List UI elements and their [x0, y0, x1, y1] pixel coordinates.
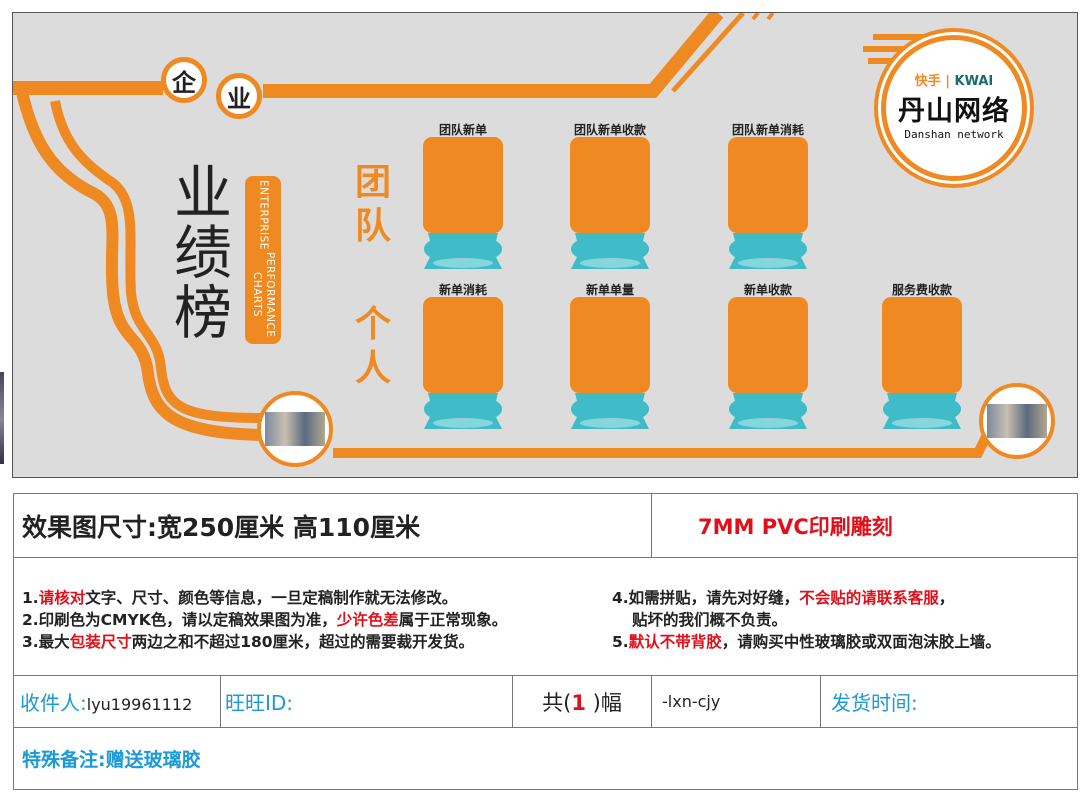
- kuaishou-logo: 快手 | KWAI: [914, 74, 994, 89]
- order-code: -lxn-cjy: [651, 675, 821, 728]
- special-remark: 特殊备注:赠送玻璃胶: [13, 727, 1078, 790]
- ranking-card: 新单消耗: [422, 281, 504, 429]
- kuaishou-text: 快手: [914, 74, 941, 89]
- title-char: 绩: [173, 219, 232, 287]
- badge-qi: 企: [161, 57, 207, 103]
- section-person-label: 个 人: [349, 303, 397, 391]
- note-3: 3.最大包装尺寸两边之和不超过180厘米，超过的需要裁开发货。: [22, 632, 475, 651]
- count-cell: 共(1 )幅: [512, 675, 652, 728]
- danshan-logo: 快手 | KWAI 丹山网络 Danshan network: [881, 35, 1027, 181]
- card-label: 团队新单消耗: [731, 123, 804, 137]
- photo-slot: [728, 137, 808, 233]
- pedestal-icon: [881, 393, 963, 429]
- pedestal-icon: [727, 233, 809, 269]
- section-char: 队: [354, 206, 391, 247]
- title-char: 榜: [173, 279, 232, 347]
- photo-slot: [882, 297, 962, 393]
- notes-cell: 1.请核对文字、尺寸、颜色等信息，一旦定稿制作就无法修改。 2.印刷色为CMYK…: [13, 557, 1078, 676]
- pedestal-icon: [422, 233, 504, 269]
- photo-slot: [728, 297, 808, 393]
- wangwang-id: 旺旺ID:: [220, 675, 513, 728]
- section-char: 人: [354, 348, 391, 389]
- ship-time: 发货时间:: [820, 675, 1078, 728]
- material-spec: 7MM PVC印刷雕刻: [651, 493, 1078, 558]
- ranking-card: 服务费收款: [881, 281, 963, 429]
- kwai-text: KWAI: [954, 74, 994, 89]
- design-preview: 企 业 业 绩 榜 ENTERPRISE PERFORMANCE CHARTS …: [12, 12, 1078, 478]
- section-char: 个: [354, 304, 391, 345]
- pedestal-icon: [422, 393, 504, 429]
- pedestal-icon: [727, 393, 809, 429]
- photo-slot: [423, 137, 503, 233]
- board-title: 业 绩 榜: [173, 163, 233, 343]
- title-char: 业: [173, 159, 232, 227]
- side-image-fragment: [0, 372, 4, 464]
- pedestal-icon: [569, 233, 651, 269]
- note-4-line2: 贴坏的我们概不负责。: [632, 610, 788, 629]
- note-1: 1.请核对文字、尺寸、颜色等信息，一旦定稿制作就无法修改。: [22, 588, 458, 607]
- ranking-card: 团队新单消耗: [727, 121, 809, 269]
- logo-name-en: Danshan network: [904, 128, 1004, 141]
- notes-right: 4.如需拼贴，请先对好缝，不会贴的请联系客服， 贴坏的我们概不负责。 5.默认不…: [612, 587, 1001, 653]
- team-photo-left: [257, 391, 333, 467]
- team-photo-right: [979, 383, 1055, 459]
- notes-left: 1.请核对文字、尺寸、颜色等信息，一旦定稿制作就无法修改。 2.印刷色为CMYK…: [14, 587, 612, 653]
- recipient-cell: 收件人:lyu19961112: [13, 675, 221, 728]
- size-spec: 效果图尺寸:宽250厘米 高110厘米: [13, 493, 652, 558]
- card-label: 团队新单收款: [573, 123, 646, 137]
- english-line-2: PERFORMANCE CHARTS: [251, 252, 276, 338]
- card-label: 新单单量: [585, 283, 634, 297]
- section-char: 团: [354, 162, 391, 203]
- section-team-label: 团 队: [349, 161, 397, 249]
- pedestal-icon: [569, 393, 651, 429]
- ranking-card: 新单单量: [569, 281, 651, 429]
- card-label: 团队新单: [438, 123, 487, 137]
- ranking-card: 团队新单收款: [569, 121, 651, 269]
- count-value: 1: [571, 690, 586, 715]
- ranking-card: 新单收款: [727, 281, 809, 429]
- order-info-table: 效果图尺寸:宽250厘米 高110厘米 7MM PVC印刷雕刻 1.请核对文字、…: [13, 493, 1078, 790]
- english-subtitle: ENTERPRISE PERFORMANCE CHARTS: [245, 176, 281, 344]
- note-5: 5.默认不带背胶，请购买中性玻璃胶或双面泡沫胶上墙。: [612, 632, 1001, 651]
- english-line-1: ENTERPRISE: [257, 180, 270, 250]
- logo-name: 丹山网络: [898, 96, 1010, 127]
- note-2: 2.印刷色为CMYK色，请以定稿效果图为准，少许色差属于正常现象。: [22, 610, 508, 629]
- photo-slot: [570, 297, 650, 393]
- card-label: 服务费收款: [891, 283, 952, 297]
- card-label: 新单收款: [743, 283, 792, 297]
- recipient-value: lyu19961112: [86, 695, 193, 714]
- photo-slot: [423, 297, 503, 393]
- photo-slot: [570, 137, 650, 233]
- ranking-card: 团队新单: [422, 121, 504, 269]
- card-label: 新单消耗: [438, 283, 487, 297]
- recipient-label: 收件人:: [20, 691, 87, 715]
- badge-ye: 业: [216, 73, 262, 119]
- note-4: 4.如需拼贴，请先对好缝，不会贴的请联系客服，: [612, 588, 955, 607]
